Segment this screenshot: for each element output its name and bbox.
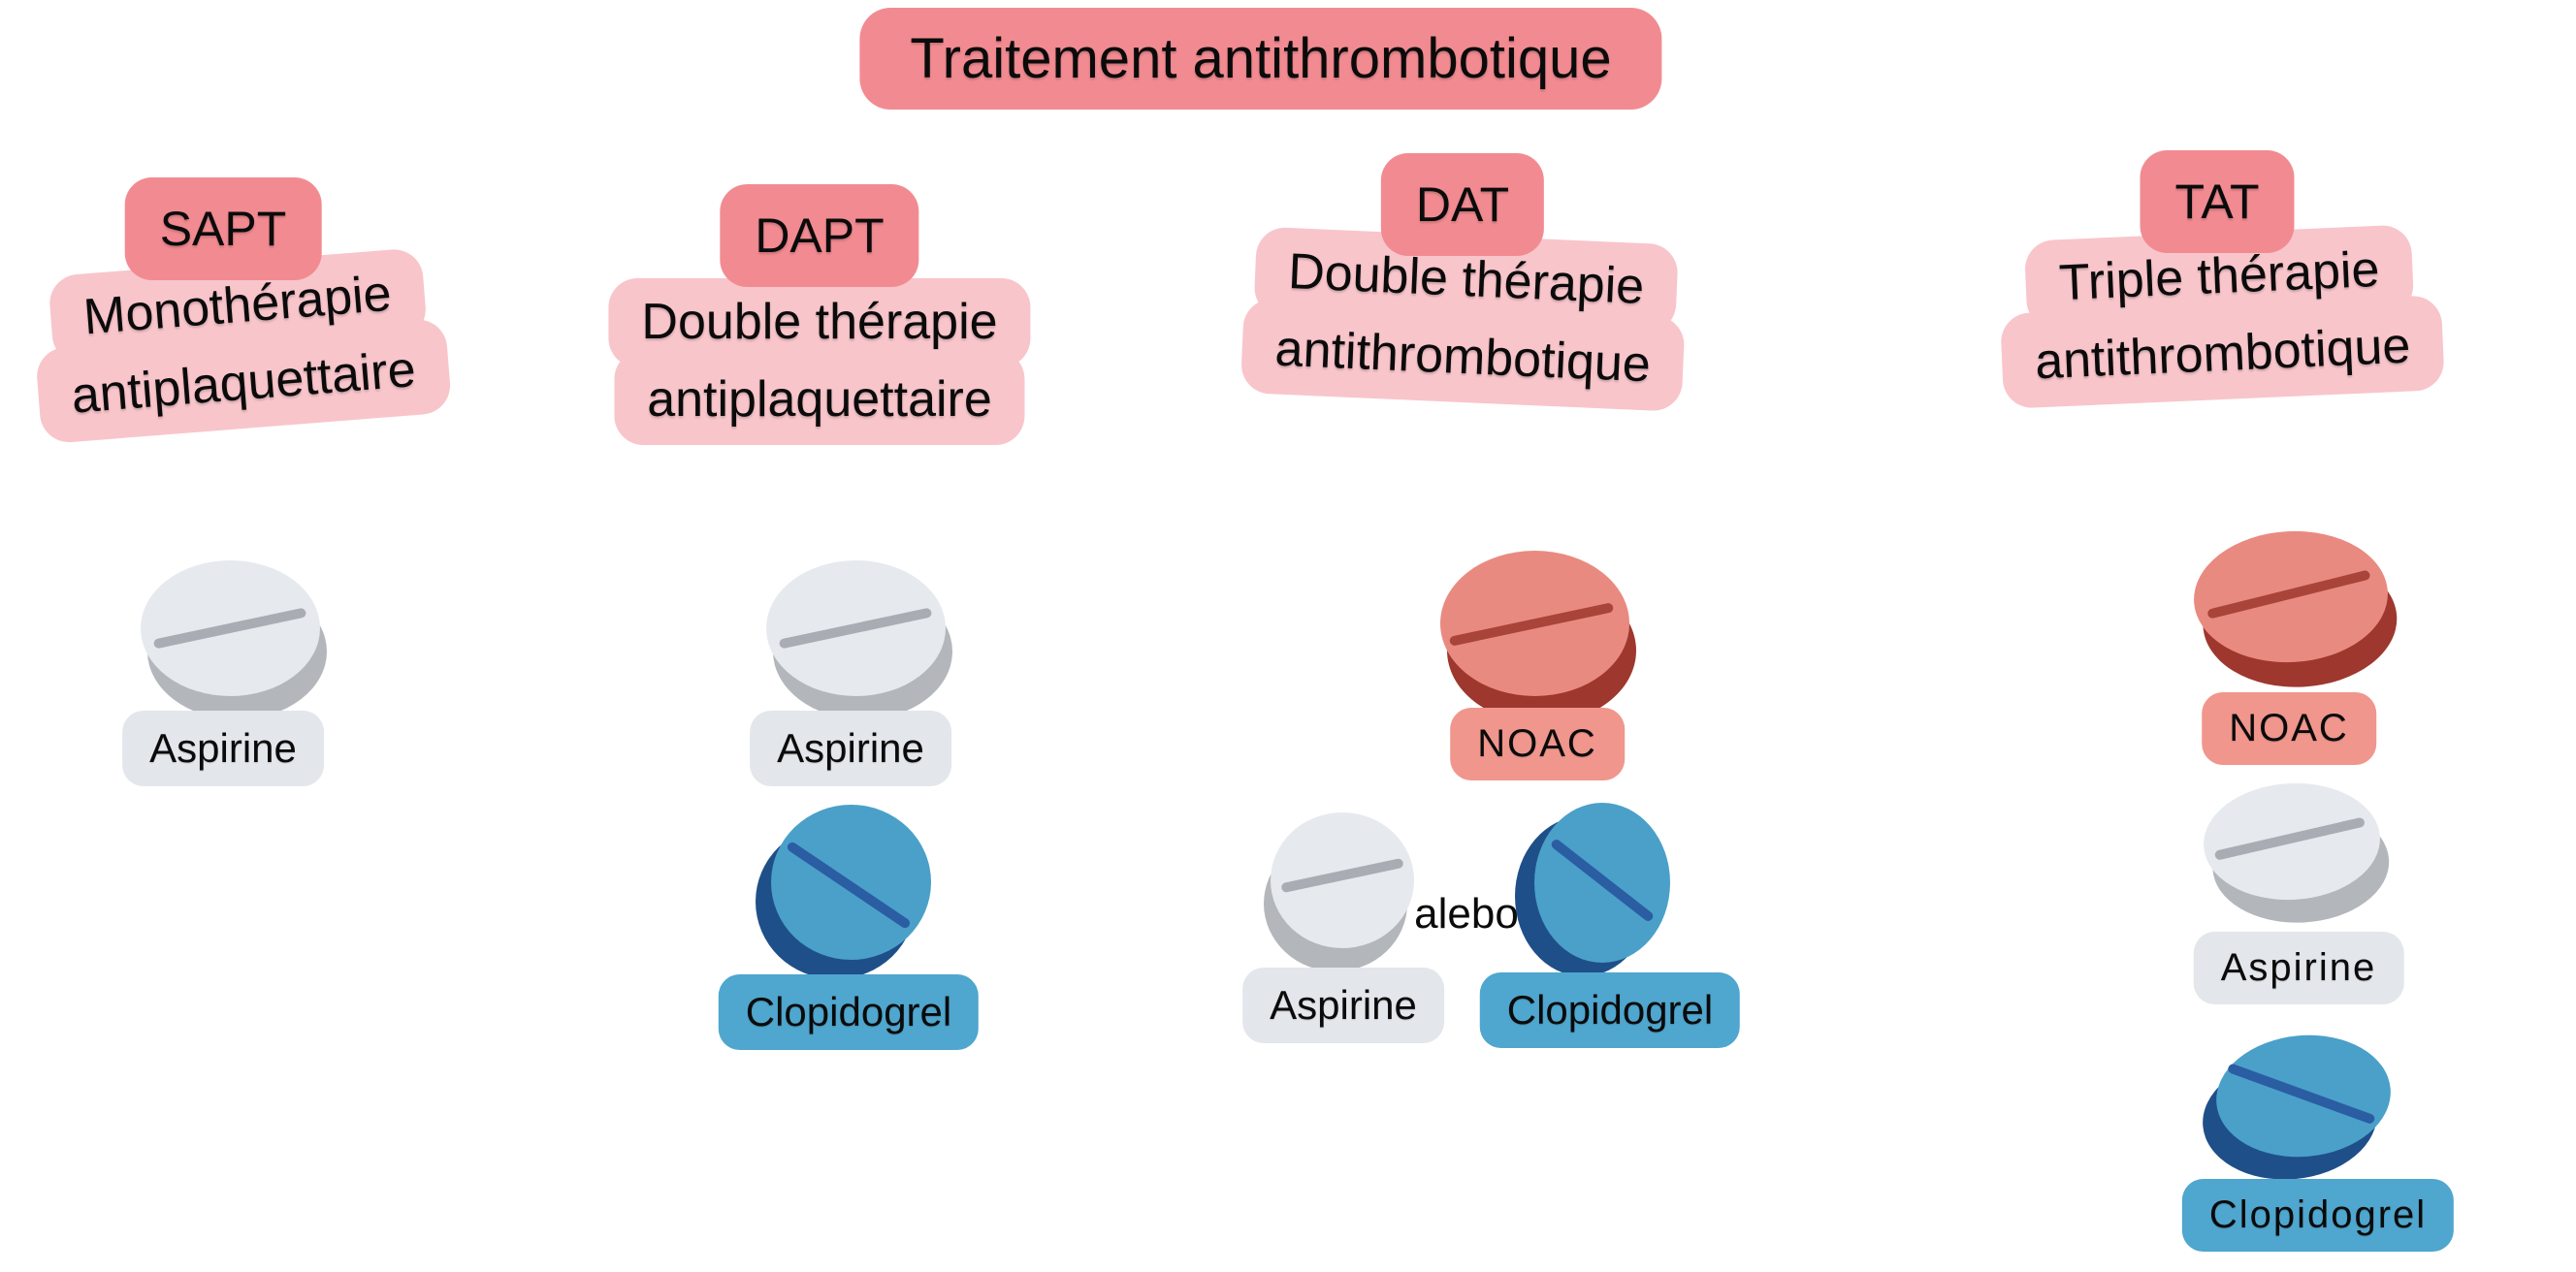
aspirine-pill-icon [1264,812,1414,971]
dapt-name-bubble: Double thérapie antiplaquettaire [608,278,1031,445]
aspirine-pill-icon [766,560,952,719]
dapt-acronym-badge: DAPT [720,184,919,287]
noac-pill-icon [2190,525,2400,692]
clopidogrel-label: Clopidogrel [718,974,980,1050]
aspirine-label: Aspirine [2193,932,2404,1004]
main-title-badge: Traitement antithrombotique [859,8,1662,110]
aspirine-label: Aspirine [1242,968,1444,1043]
clopidogrel-pill-icon [756,805,931,979]
dapt-name-line2: antiplaquettaire [614,349,1025,445]
aspirine-label: Aspirine [122,711,324,786]
noac-pill-icon [1440,551,1636,723]
aspirine-pill-icon [2200,779,2393,928]
aspirine-pill-icon [141,560,327,719]
or-connector-text: alebo [1414,890,1519,938]
clopidogrel-label: Clopidogrel [2181,1179,2455,1252]
dat-acronym-badge: DAT [1380,153,1545,256]
sapt-acronym-badge: SAPT [124,177,322,280]
clopidogrel-pill-icon [2197,1028,2397,1187]
tat-name-line2: antithrombotique [2000,294,2446,409]
clopidogrel-label: Clopidogrel [1479,972,1741,1048]
noac-label: NOAC [2202,692,2376,765]
aspirine-label: Aspirine [750,711,951,786]
tat-acronym-badge: TAT [2140,150,2295,253]
noac-label: NOAC [1450,708,1625,780]
clopidogrel-pill-icon [1515,803,1670,976]
dat-name-line2: antithrombotique [1240,297,1686,412]
